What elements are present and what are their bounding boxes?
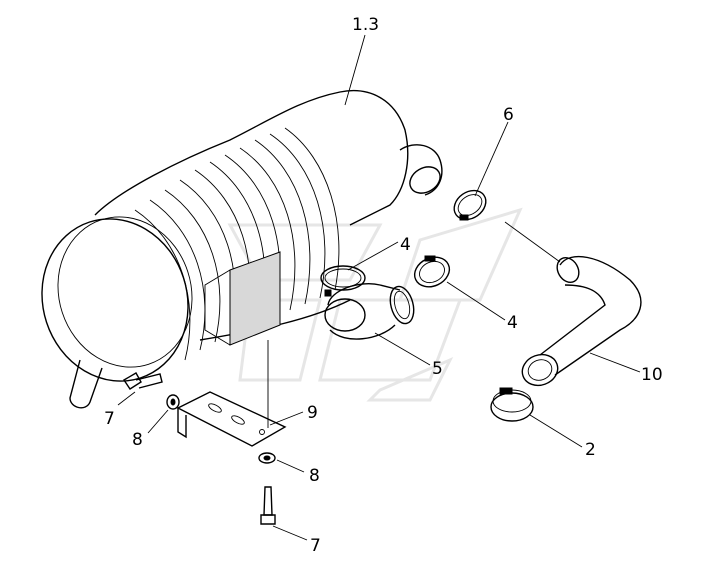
- callout-hose-clamp: 2: [585, 440, 596, 460]
- callout-washer-left: 8: [132, 430, 143, 450]
- washer-bottom: [258, 452, 276, 464]
- air-filter-housing: [41, 90, 443, 409]
- callout-air-filter: 1.3: [352, 15, 379, 35]
- hose-clamp-lower: [413, 255, 451, 288]
- hose-clamp-upper: [320, 265, 366, 297]
- rubber-elbow: [324, 283, 415, 340]
- hose-clamp-top: [453, 189, 487, 221]
- mounting-bracket: [176, 391, 287, 447]
- bolt-left: [123, 372, 163, 390]
- callout-clamp-lower: 4: [507, 313, 518, 333]
- callout-elbow: 5: [432, 359, 443, 379]
- callout-bolt-left: 7: [104, 409, 115, 429]
- callout-bolt-bottom: 7: [310, 536, 321, 556]
- callout-washer-bottom: 8: [309, 466, 320, 486]
- callout-bracket: 9: [307, 403, 318, 423]
- bolt-bottom: [260, 486, 276, 525]
- callout-clamp-top: 6: [503, 105, 514, 125]
- callout-hose: 10: [641, 365, 663, 385]
- leader-lines: [117, 34, 641, 541]
- callout-clamp-upper: 4: [400, 235, 411, 255]
- washer-left: [166, 394, 180, 410]
- intake-hose: [521, 255, 642, 387]
- watermark-logo: [227, 207, 523, 402]
- hose-clamp-bottom: [490, 387, 534, 422]
